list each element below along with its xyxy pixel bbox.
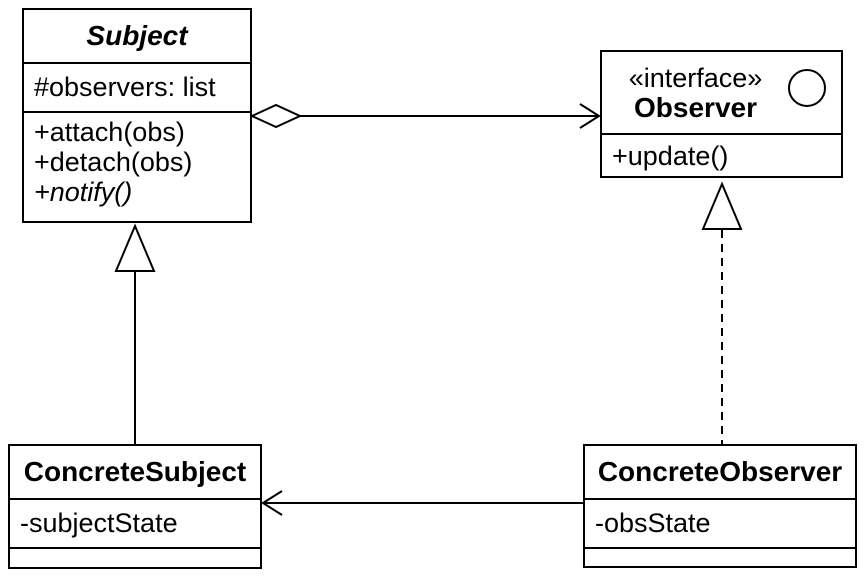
method-text: +detach(obs): [34, 147, 193, 177]
open-arrowhead-icon: [579, 103, 601, 129]
hollow-triangle-icon: [114, 223, 156, 272]
class-methods-empty: [10, 547, 260, 567]
edge-aggregation-subject-observer: [249, 103, 601, 129]
edge-association-concreteobserver-concretesubject: [261, 490, 583, 516]
attribute-text: -subjectState: [20, 507, 178, 538]
class-header: «interface» Observer: [602, 52, 841, 133]
class-title: ConcreteObserver: [597, 455, 843, 487]
class-methods: +update(): [602, 133, 841, 176]
hollow-diamond-icon: [249, 103, 303, 129]
edge-generalization-concretesubject-subject: [114, 223, 156, 444]
method-text: +attach(obs): [34, 117, 185, 147]
interface-circle-icon: [788, 69, 826, 107]
edge-realization-concreteobserver-observer: [701, 181, 743, 444]
class-box-observer: «interface» Observer +update(): [600, 50, 843, 178]
method-text: +update(): [612, 140, 729, 171]
class-attributes: #observers: list: [24, 62, 250, 111]
hollow-triangle-icon: [701, 181, 743, 230]
attribute-text: -obsState: [595, 507, 711, 538]
class-box-subject: Subject #observers: list +attach(obs) +d…: [22, 8, 252, 223]
class-box-concrete-subject: ConcreteSubject -subjectState: [8, 444, 262, 569]
method-text: +notify(): [34, 177, 133, 207]
open-arrowhead-icon: [261, 490, 283, 516]
class-attributes: -obsState: [585, 498, 855, 547]
class-title: Observer: [634, 91, 757, 123]
class-title: ConcreteSubject: [23, 455, 247, 487]
class-title: Subject: [86, 19, 188, 51]
class-methods: +attach(obs) +detach(obs) +notify(): [24, 111, 250, 221]
class-methods-empty: [585, 547, 855, 566]
stereotype-label: «interface»: [628, 62, 763, 93]
class-attributes: -subjectState: [10, 498, 260, 547]
attribute-text: #observers: list: [34, 71, 216, 102]
class-box-concrete-observer: ConcreteObserver -obsState: [583, 444, 857, 568]
